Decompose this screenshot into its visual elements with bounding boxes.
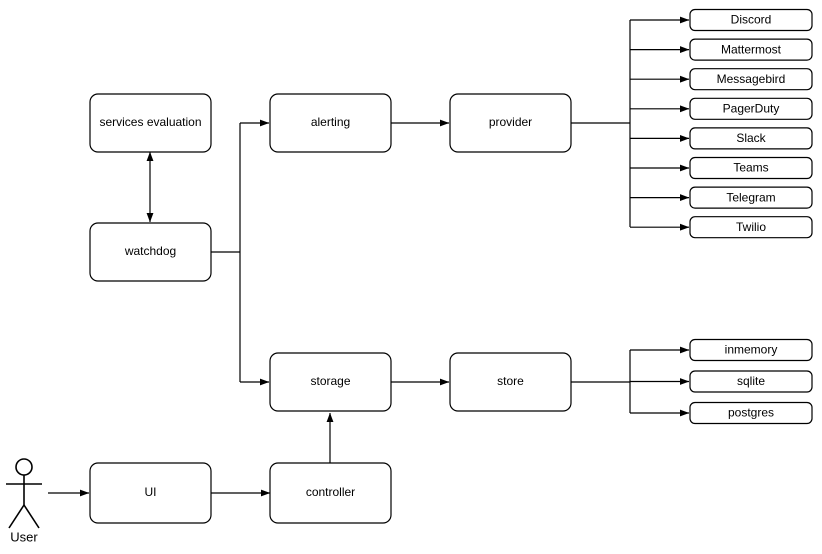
leaf-node-box[interactable]: [689, 127, 813, 150]
actor-leg-right-icon: [23, 504, 40, 529]
leaf-node-label: Messagebird: [717, 72, 786, 86]
actor-head-icon: [15, 458, 33, 476]
actor-leg-left-icon: [8, 504, 25, 529]
node-services-evaluation[interactable]: services evaluation: [89, 93, 212, 153]
leaf-node-postgres[interactable]: postgres: [689, 401, 813, 425]
user-actor: User: [6, 458, 42, 544]
node-alerting-label: alerting: [311, 115, 350, 129]
node-ui-label: UI: [145, 485, 157, 499]
leaf-node-box[interactable]: [689, 8, 813, 32]
leaf-node-inmemory[interactable]: inmemory: [689, 338, 813, 362]
leaf-node-teams[interactable]: Teams: [689, 156, 813, 180]
leaf-node-box[interactable]: [689, 38, 813, 61]
leaf-node-telegram[interactable]: Telegram: [689, 186, 813, 209]
provider-branch-lines: [630, 16, 690, 231]
node-services-evaluation-box[interactable]: [89, 93, 212, 153]
leaf-node-box[interactable]: [689, 338, 813, 362]
leaf-node-label: Telegram: [726, 190, 775, 204]
store-branch-lines: [630, 346, 690, 417]
node-services-evaluation-label: services evaluation: [99, 115, 201, 129]
leaf-node-label: Discord: [731, 13, 772, 27]
node-ui[interactable]: UI: [89, 462, 212, 524]
leaf-node-messagebird[interactable]: Messagebird: [689, 68, 813, 91]
leaf-node-sqlite[interactable]: sqlite: [689, 370, 813, 393]
node-store-box[interactable]: [449, 352, 572, 412]
node-store-label: store: [497, 374, 524, 388]
leaf-node-mattermost[interactable]: Mattermost: [689, 38, 813, 61]
edge-layer: [48, 16, 690, 497]
node-ui-box[interactable]: [89, 462, 212, 524]
leaf-node-box[interactable]: [689, 370, 813, 393]
leaf-node-box[interactable]: [689, 156, 813, 180]
provider-targets-group: DiscordMattermostMessagebirdPagerDutySla…: [689, 8, 813, 239]
node-provider-label: provider: [489, 115, 532, 129]
leaf-node-label: Slack: [736, 131, 766, 145]
node-controller[interactable]: controller: [269, 462, 392, 524]
node-provider[interactable]: provider: [449, 93, 572, 153]
node-watchdog-box[interactable]: [89, 222, 212, 282]
leaf-node-label: PagerDuty: [723, 101, 780, 115]
leaf-node-label: Teams: [733, 161, 768, 175]
leaf-node-label: postgres: [728, 406, 774, 420]
leaf-node-box[interactable]: [689, 97, 813, 120]
leaf-node-label: inmemory: [725, 343, 778, 357]
node-watchdog-label: watchdog: [124, 244, 176, 258]
leaf-node-label: Twilio: [736, 220, 766, 234]
node-watchdog[interactable]: watchdog: [89, 222, 212, 282]
node-alerting-box[interactable]: [269, 93, 392, 153]
leaf-node-box[interactable]: [689, 68, 813, 91]
leaf-node-label: Mattermost: [721, 42, 782, 56]
node-controller-label: controller: [306, 485, 355, 499]
user-actor-label: User: [10, 529, 38, 544]
leaf-node-pagerduty[interactable]: PagerDuty: [689, 97, 813, 120]
node-storage-box[interactable]: [269, 352, 392, 412]
leaf-node-box[interactable]: [689, 186, 813, 209]
node-storage-label: storage: [310, 374, 350, 388]
store-targets-group: inmemory sqlite postgres: [689, 338, 813, 425]
node-storage[interactable]: storage: [269, 352, 392, 412]
leaf-node-slack[interactable]: Slack: [689, 127, 813, 150]
leaf-node-discord[interactable]: Discord: [689, 8, 813, 32]
node-controller-box[interactable]: [269, 462, 392, 524]
leaf-node-box[interactable]: [689, 401, 813, 425]
node-store[interactable]: store: [449, 352, 572, 412]
node-alerting[interactable]: alerting: [269, 93, 392, 153]
leaf-node-label: sqlite: [737, 374, 765, 388]
leaf-node-twilio[interactable]: Twilio: [689, 216, 813, 239]
node-provider-box[interactable]: [449, 93, 572, 153]
leaf-node-box[interactable]: [689, 216, 813, 239]
